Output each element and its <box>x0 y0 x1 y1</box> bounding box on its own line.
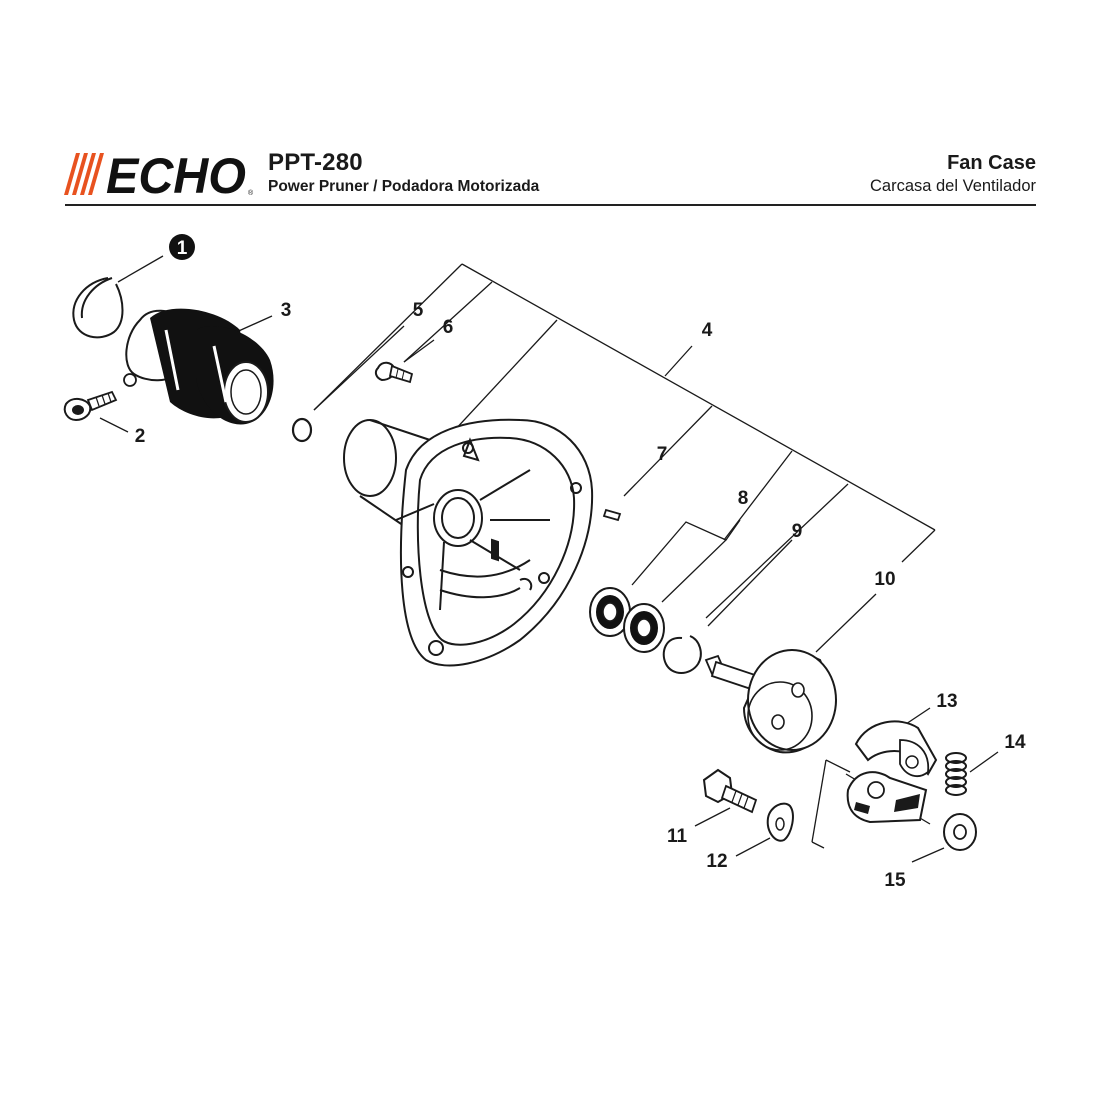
screw-part-2 <box>63 390 118 422</box>
callout-7: 7 <box>657 444 668 465</box>
callout-3: 3 <box>281 300 292 321</box>
callout-9: 9 <box>792 521 803 542</box>
svg-text:ECHO: ECHO <box>106 151 246 197</box>
callout-11: 11 <box>667 826 688 847</box>
product-subtitle: Power Pruner / Podadora Motorizada <box>268 178 540 195</box>
pin-part-7 <box>602 508 622 522</box>
callout-12: 12 <box>706 851 727 872</box>
fan-case-part-4 <box>343 418 594 667</box>
callout-14: 14 <box>1004 732 1026 753</box>
bearing-part-8b <box>623 603 665 653</box>
echo-logo: ECHO ® <box>64 151 254 197</box>
callout-2: 2 <box>135 426 146 447</box>
screw-part-5 <box>374 361 414 384</box>
section-title-en: Fan Case <box>947 152 1036 174</box>
clutch-drum-part-10 <box>704 649 838 754</box>
callout-8: 8 <box>738 488 749 509</box>
vibration-mount-part-3 <box>123 308 274 425</box>
svg-text:®: ® <box>248 189 254 197</box>
spring-part-14 <box>945 752 967 796</box>
callout-1: 1 <box>177 238 188 259</box>
washer-part-15 <box>943 813 977 851</box>
clutch-shoe-part-13 <box>846 720 938 824</box>
washer-part-12 <box>766 802 794 842</box>
callout-15: 15 <box>884 870 906 891</box>
callout-10: 10 <box>874 569 895 590</box>
header-rule <box>65 204 1036 206</box>
ring-part-6 <box>291 417 313 443</box>
circlip-part-1 <box>72 277 124 339</box>
callout-13: 13 <box>936 691 957 712</box>
callout-6: 6 <box>443 317 454 338</box>
callout-1-badge <box>169 234 195 260</box>
callout-4: 4 <box>702 320 713 341</box>
page-header: ECHO ® PPT-280 Power Pruner / Podadora M… <box>0 0 1100 210</box>
callout-5: 5 <box>413 300 424 321</box>
section-title-es: Carcasa del Ventilador <box>869 177 1036 195</box>
snap-ring-part-9 <box>662 635 702 674</box>
model-number: PPT-280 <box>268 149 363 176</box>
bolt-part-11 <box>702 768 758 814</box>
